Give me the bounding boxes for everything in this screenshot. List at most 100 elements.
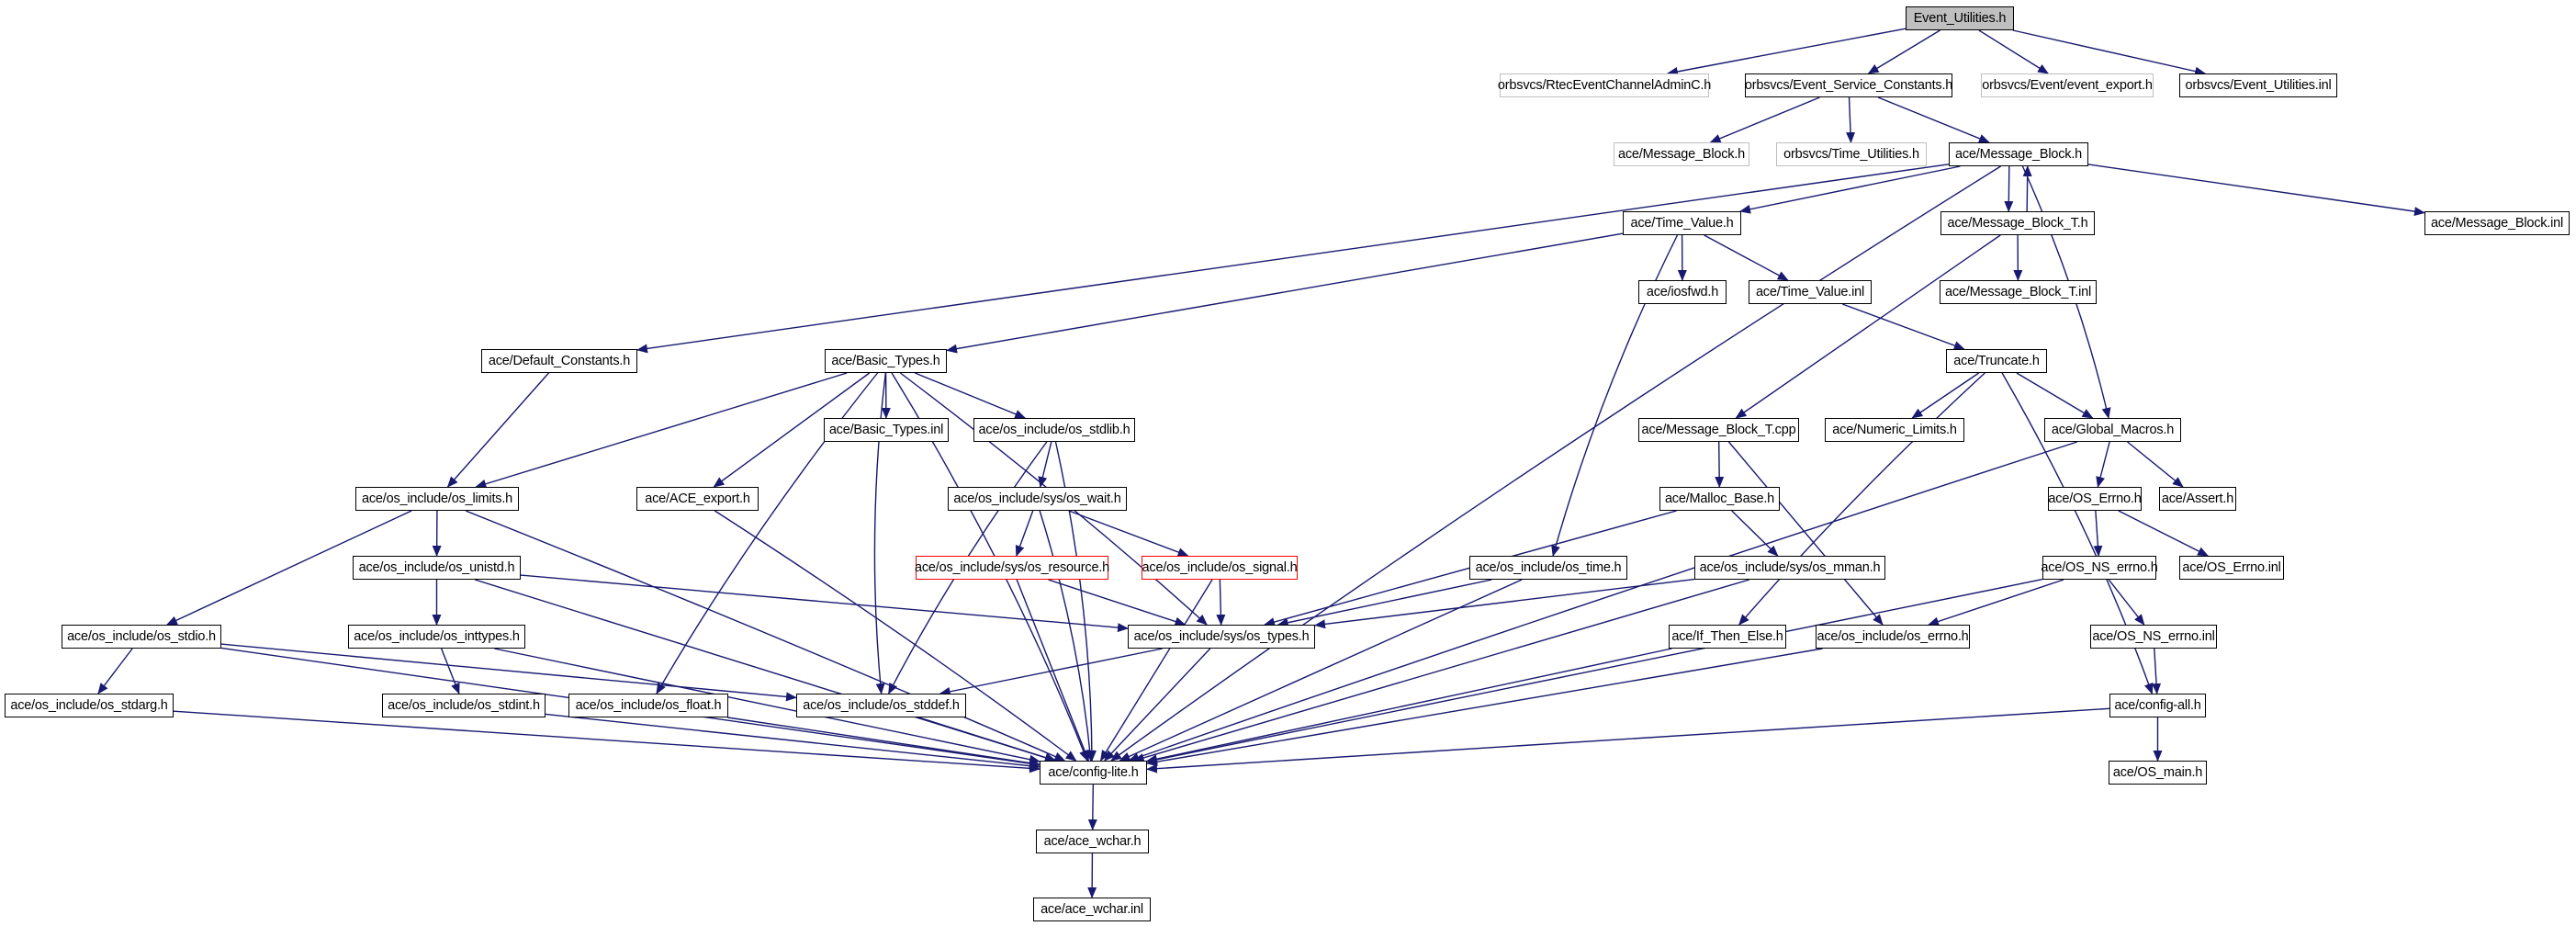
edge-truncate-to-numeric_limits	[1911, 372, 1980, 419]
node-os-inttypes[interactable]: ace/os_include/os_inttypes.h	[348, 625, 525, 649]
node-label: ace/OS_NS_errno.h	[2041, 560, 2158, 575]
edge-time_value-to-os_time	[1551, 234, 1679, 557]
edge-os_errno_h-to-os_ns_errno	[2093, 510, 2103, 557]
node-default-constants[interactable]: ace/Default_Constants.h	[481, 349, 637, 373]
node-label: ace/os_include/os_inttypes.h	[354, 629, 520, 644]
node-label: ace/OS_Errno.h	[2048, 491, 2142, 506]
node-iosfwd[interactable]: ace/iosfwd.h	[1638, 280, 1727, 304]
node-label: orbsvcs/Event_Utilities.inl	[2185, 78, 2332, 93]
node-message-block-t-inl[interactable]: ace/Message_Block_T.inl	[1940, 280, 2097, 304]
edge-message_block_t-to-message_block	[2022, 165, 2032, 212]
node-label: ace/os_include/sys/os_wait.h	[953, 491, 1121, 506]
node-os-ns-errno-inl[interactable]: ace/OS_NS_errno.inl	[2090, 625, 2217, 649]
node-message-block[interactable]: ace/Message_Block.h	[1949, 142, 2088, 166]
node-time-value[interactable]: ace/Time_Value.h	[1623, 211, 1741, 235]
edge-global_macros-to-config_lite	[1128, 441, 2078, 762]
node-config-all[interactable]: ace/config-all.h	[2109, 694, 2206, 717]
node-config-lite[interactable]: ace/config-lite.h	[1040, 761, 1147, 785]
edge-event_utilities_h-to-event_utilities_inl	[2012, 29, 2207, 76]
node-os-types[interactable]: ace/os_include/sys/os_types.h	[1128, 625, 1315, 649]
node-basic-types-inl[interactable]: ace/Basic_Types.inl	[824, 418, 949, 442]
node-numeric-limits[interactable]: ace/Numeric_Limits.h	[1825, 418, 1964, 442]
node-event-service-constants[interactable]: orbsvcs/Event_Service_Constants.h	[1745, 73, 1952, 97]
node-os-stdarg[interactable]: ace/os_include/os_stdarg.h	[5, 694, 174, 717]
edge-truncate-to-global_macros	[2016, 372, 2094, 419]
node-os-wait[interactable]: ace/os_include/sys/os_wait.h	[948, 487, 1127, 511]
node-message-block-inl[interactable]: ace/Message_Block.inl	[2424, 211, 2570, 235]
edge-basic_types-to-ace_export	[713, 372, 871, 488]
node-label: ace/Default_Constants.h	[488, 354, 631, 368]
node-event-export[interactable]: orbsvcs/Event/event_export.h	[1981, 73, 2154, 97]
node-os-limits[interactable]: ace/os_include/os_limits.h	[355, 487, 519, 511]
node-time-utilities[interactable]: orbsvcs/Time_Utilities.h	[1776, 142, 1927, 166]
edge-os_wait-to-config_lite	[1039, 510, 1095, 762]
node-os-signal[interactable]: ace/os_include/os_signal.h	[1142, 556, 1298, 580]
node-event-utilities-h[interactable]: Event_Utilities.h	[1906, 6, 2014, 30]
edge-os_float-to-config_lite	[727, 717, 1041, 768]
edge-event_utilities_h-to-rtec_admin_c	[1666, 28, 1907, 76]
edge-config_all-to-config_lite	[1146, 707, 2110, 774]
node-label: ace/Time_Value.h	[1630, 216, 1734, 231]
node-label: ace/config-all.h	[2114, 698, 2201, 713]
node-label: ace/Assert.h	[2161, 491, 2234, 506]
node-label: ace/Message_Block_T.cpp	[1641, 423, 1796, 437]
node-assert-h[interactable]: ace/Assert.h	[2159, 487, 2236, 511]
edge-os_signal-to-config_lite	[1099, 579, 1213, 762]
node-label: ace/Truncate.h	[1953, 354, 2040, 368]
node-label: ace/Message_Block.inl	[2430, 216, 2564, 231]
node-os-time[interactable]: ace/os_include/os_time.h	[1469, 556, 1627, 580]
edge-basic_types-to-os_stdlib	[915, 372, 1027, 419]
edge-os_wait-to-os_resource	[1015, 510, 1034, 557]
node-message-block-t[interactable]: ace/Message_Block_T.h	[1940, 211, 2095, 235]
edge-os_stdio-to-os_stdarg	[97, 648, 133, 694]
edge-truncate-to-if_then_else	[1738, 372, 1985, 626]
node-if-then-else[interactable]: ace/If_Then_Else.h	[1669, 625, 1786, 649]
node-truncate[interactable]: ace/Truncate.h	[1946, 349, 2047, 373]
node-label: ace/os_include/sys/os_resource.h	[914, 560, 1110, 575]
edge-global_macros-to-os_errno_h	[2096, 441, 2110, 488]
node-label: ace/OS_main.h	[2112, 765, 2203, 780]
edge-os_wait-to-os_signal	[1068, 510, 1189, 557]
edge-global_macros-to-assert_h	[2127, 441, 2184, 488]
node-os-main[interactable]: ace/OS_main.h	[2109, 761, 2207, 785]
node-os-float[interactable]: ace/os_include/os_float.h	[568, 694, 728, 717]
edge-os_inttypes-to-os_stdint	[440, 648, 460, 694]
node-os-resource[interactable]: ace/os_include/sys/os_resource.h	[914, 556, 1110, 580]
node-os-ns-errno[interactable]: ace/OS_NS_errno.h	[2041, 556, 2158, 580]
node-message-block-t-cpp[interactable]: ace/Message_Block_T.cpp	[1638, 418, 1799, 442]
edge-os_inttypes-to-config_lite	[494, 648, 1041, 764]
node-os-stdlib[interactable]: ace/os_include/os_stdlib.h	[973, 418, 1135, 442]
node-rtec-event-channel-admin-c[interactable]: orbsvcs/RtecEventChannelAdminC.h	[1498, 73, 1711, 97]
node-time-value-inl[interactable]: ace/Time_Value.inl	[1749, 280, 1872, 304]
edge-truncate-to-config_all	[2001, 372, 2154, 694]
edge-os_limits-to-os_stdio	[166, 510, 412, 626]
node-global-macros[interactable]: ace/Global_Macros.h	[2044, 418, 2181, 442]
edge-message_block_t_cpp-to-os_include_errno	[1727, 441, 1884, 626]
node-basic-types[interactable]: ace/Basic_Types.h	[825, 349, 947, 373]
edge-message_block-to-default_constants	[636, 164, 1950, 354]
node-event-utilities-inl[interactable]: orbsvcs/Event_Utilities.inl	[2179, 73, 2337, 97]
node-message-block-external[interactable]: ace/Message_Block.h	[1614, 142, 1749, 166]
node-os-mman[interactable]: ace/os_include/sys/os_mman.h	[1694, 556, 1885, 580]
node-os-stdint[interactable]: ace/os_include/os_stdint.h	[382, 694, 546, 717]
node-label: ace/os_include/os_stdio.h	[67, 629, 216, 644]
edge-event_service_constants-to-message_block	[1877, 96, 1990, 143]
node-label: ace/os_include/os_unistd.h	[358, 560, 515, 575]
node-label: ace/Message_Block_T.h	[1947, 216, 2088, 231]
node-label: ace/os_include/os_stdlib.h	[978, 423, 1131, 437]
node-ace-wchar-inl[interactable]: ace/ace_wchar.inl	[1033, 898, 1151, 921]
node-os-include-errno[interactable]: ace/os_include/os_errno.h	[1816, 625, 1970, 649]
node-os-stddef[interactable]: ace/os_include/os_stddef.h	[796, 694, 966, 717]
node-os-unistd[interactable]: ace/os_include/os_unistd.h	[353, 556, 521, 580]
edge-malloc_base-to-os_mman	[1731, 510, 1779, 557]
node-malloc-base[interactable]: ace/Malloc_Base.h	[1659, 487, 1780, 511]
node-ace-wchar-h[interactable]: ace/ace_wchar.h	[1036, 830, 1149, 853]
node-ace-export[interactable]: ace/ACE_export.h	[636, 487, 759, 511]
node-os-errno-h[interactable]: ace/OS_Errno.h	[2048, 487, 2142, 511]
node-label: orbsvcs/Event_Service_Constants.h	[1744, 78, 1953, 93]
edge-os_errno_h-to-os_errno_inl	[2118, 510, 2210, 557]
node-label: ace/os_include/os_stdint.h	[388, 698, 540, 713]
node-os-errno-inl[interactable]: ace/OS_Errno.inl	[2179, 556, 2284, 580]
node-os-stdio[interactable]: ace/os_include/os_stdio.h	[62, 625, 221, 649]
